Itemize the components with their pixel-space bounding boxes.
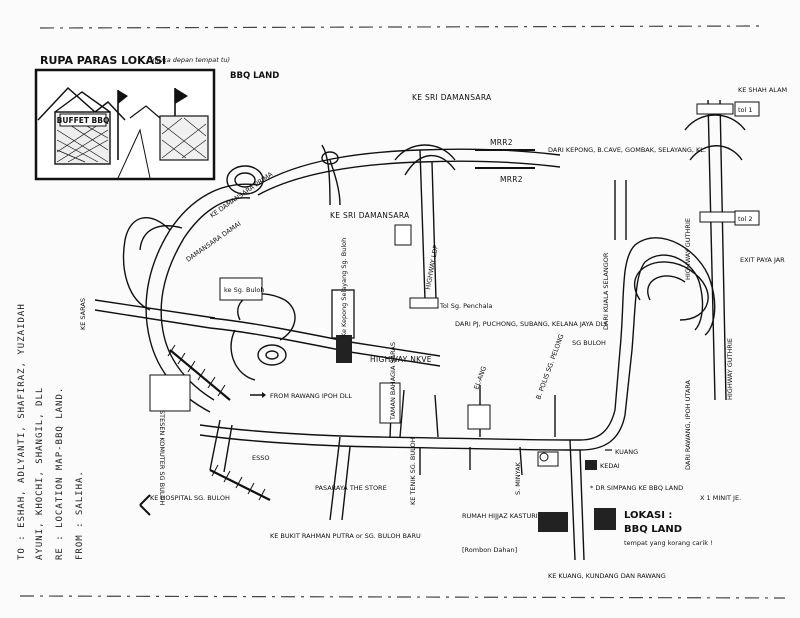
label-mrr2-a: MRR2 bbox=[490, 138, 513, 147]
label-b-polis: B. POLIS SG. PELONG bbox=[534, 333, 565, 401]
label-one-minit: X 1 MINIT JE. bbox=[700, 494, 741, 502]
landmarks bbox=[139, 101, 760, 532]
label-bbq-land: BBQ LAND bbox=[624, 524, 682, 535]
label-sri-damansara-mid: KE SRI DAMANSARA bbox=[330, 211, 410, 220]
label-sri-damansara-top: KE SRI DAMANSARA bbox=[412, 93, 492, 102]
side-note-re: RE : LOCATION MAP-BBQ LAND. bbox=[55, 387, 65, 560]
map-title-note: (muka depan tempat tu) bbox=[150, 56, 230, 64]
label-dari-kuala-selangor: DARI KUALA SELANGOR bbox=[602, 252, 610, 330]
label-highway-guthrie-2: HIGHWAY GUTHRIE bbox=[726, 338, 734, 400]
label-kuang: KUANG bbox=[615, 448, 638, 456]
label-highway-nkve: HIGHWAY NKVE bbox=[370, 355, 432, 364]
label-el-ang: EL-ANG bbox=[472, 365, 488, 390]
map-title: RUPA PARAS LOKASI bbox=[40, 54, 166, 67]
label-esso: ESSO bbox=[252, 454, 269, 462]
label-kedai: KEDAI bbox=[600, 462, 620, 470]
label-tol-1: tol 1 bbox=[738, 106, 753, 114]
entrance-sketch: BUFFET BBQ bbox=[34, 68, 216, 181]
map-title-sub: BBQ LAND bbox=[230, 71, 279, 81]
side-note: TO : ESHAH, ADLYANTI, SHAFIRAZ, YUZAIDAH… bbox=[17, 303, 85, 560]
label-pasaraya: PASARAYA THE STORE bbox=[315, 484, 387, 492]
label-dari-pj: DARI PJ, PUCHONG, SUBANG, KELANA JAYA DL… bbox=[455, 320, 608, 328]
label-highway-ldp: HIGHWAY LDP bbox=[424, 244, 440, 290]
label-s-minyak: S. MINYAK bbox=[514, 461, 522, 495]
label-exit-paya-jaras: EXIT PAYA JAR bbox=[740, 256, 785, 264]
label-tol-penchala: Tol Sg. Penchala bbox=[439, 302, 492, 310]
label-dari-rawang: DARI RAWANG, IPOH UTARA bbox=[684, 379, 692, 470]
label-dr-simpang: * DR SIMPANG KE BBQ LAND bbox=[590, 484, 683, 492]
label-ke-sg-buloh: ke Sg. Buloh bbox=[224, 286, 264, 294]
label-tempat: tempat yang korang carik ! bbox=[624, 539, 713, 547]
label-ke-kuang-bottom: KE KUANG, KUNDANG DAN RAWANG bbox=[548, 572, 666, 580]
label-tol-2: tol 2 bbox=[738, 215, 753, 223]
label-rumah-hijjaz: RUMAH HIJJAZ KASTURI bbox=[462, 512, 538, 520]
label-ke-saras: KE SARAS bbox=[79, 298, 87, 330]
label-mrr2-b: MRR2 bbox=[500, 175, 523, 184]
label-from-rawang: FROM RAWANG IPOH DLL bbox=[270, 392, 352, 400]
label-ke-bukit-rahman: KE BUKIT RAHMAN PUTRA or SG. BULOH BARU bbox=[270, 532, 421, 540]
side-note-to-2: AYUNI, KHOCHI, SHANGIL, DLL bbox=[35, 387, 45, 560]
label-sungai-buloh-toll: SG BULOH bbox=[572, 339, 606, 347]
side-note-to: TO : ESHAH, ADLYANTI, SHAFIRAZ, YUZAIDAH bbox=[17, 303, 27, 560]
label-damansara-prima: KE DAMANSARA PRIMA bbox=[209, 170, 275, 220]
label-taman-saras: TAMAN BAHAGIA SARAS bbox=[389, 342, 397, 421]
side-note-from: FROM : SALIHA. bbox=[75, 470, 85, 560]
label-kepong-box: Ke Kepong Selayang Sg. Buloh bbox=[340, 238, 348, 337]
label-ke-tenik: KE TENIK SG. BULOH bbox=[409, 437, 417, 505]
road-network bbox=[94, 99, 746, 561]
label-dari-kepong: DARI KEPONG, B.CAVE, GOMBAK, SELAYANG, K… bbox=[548, 146, 706, 154]
label-stesen-komuter: STESEN KOMUTER SG BULOH bbox=[158, 410, 166, 505]
label-hospital: KE HOSPITAL SG. BULOH bbox=[150, 494, 230, 502]
sketch-sign-text: BUFFET BBQ bbox=[57, 116, 110, 125]
label-rombon: [Rombon Dahan] bbox=[462, 546, 517, 554]
page-edge-lines bbox=[19, 25, 786, 599]
label-lokasi: LOKASI : bbox=[624, 510, 672, 521]
label-ke-shah-alam: KE SHAH ALAM bbox=[738, 86, 787, 94]
label-highway-guthrie-1: HIGHWAY GUTHRIE bbox=[684, 218, 692, 280]
